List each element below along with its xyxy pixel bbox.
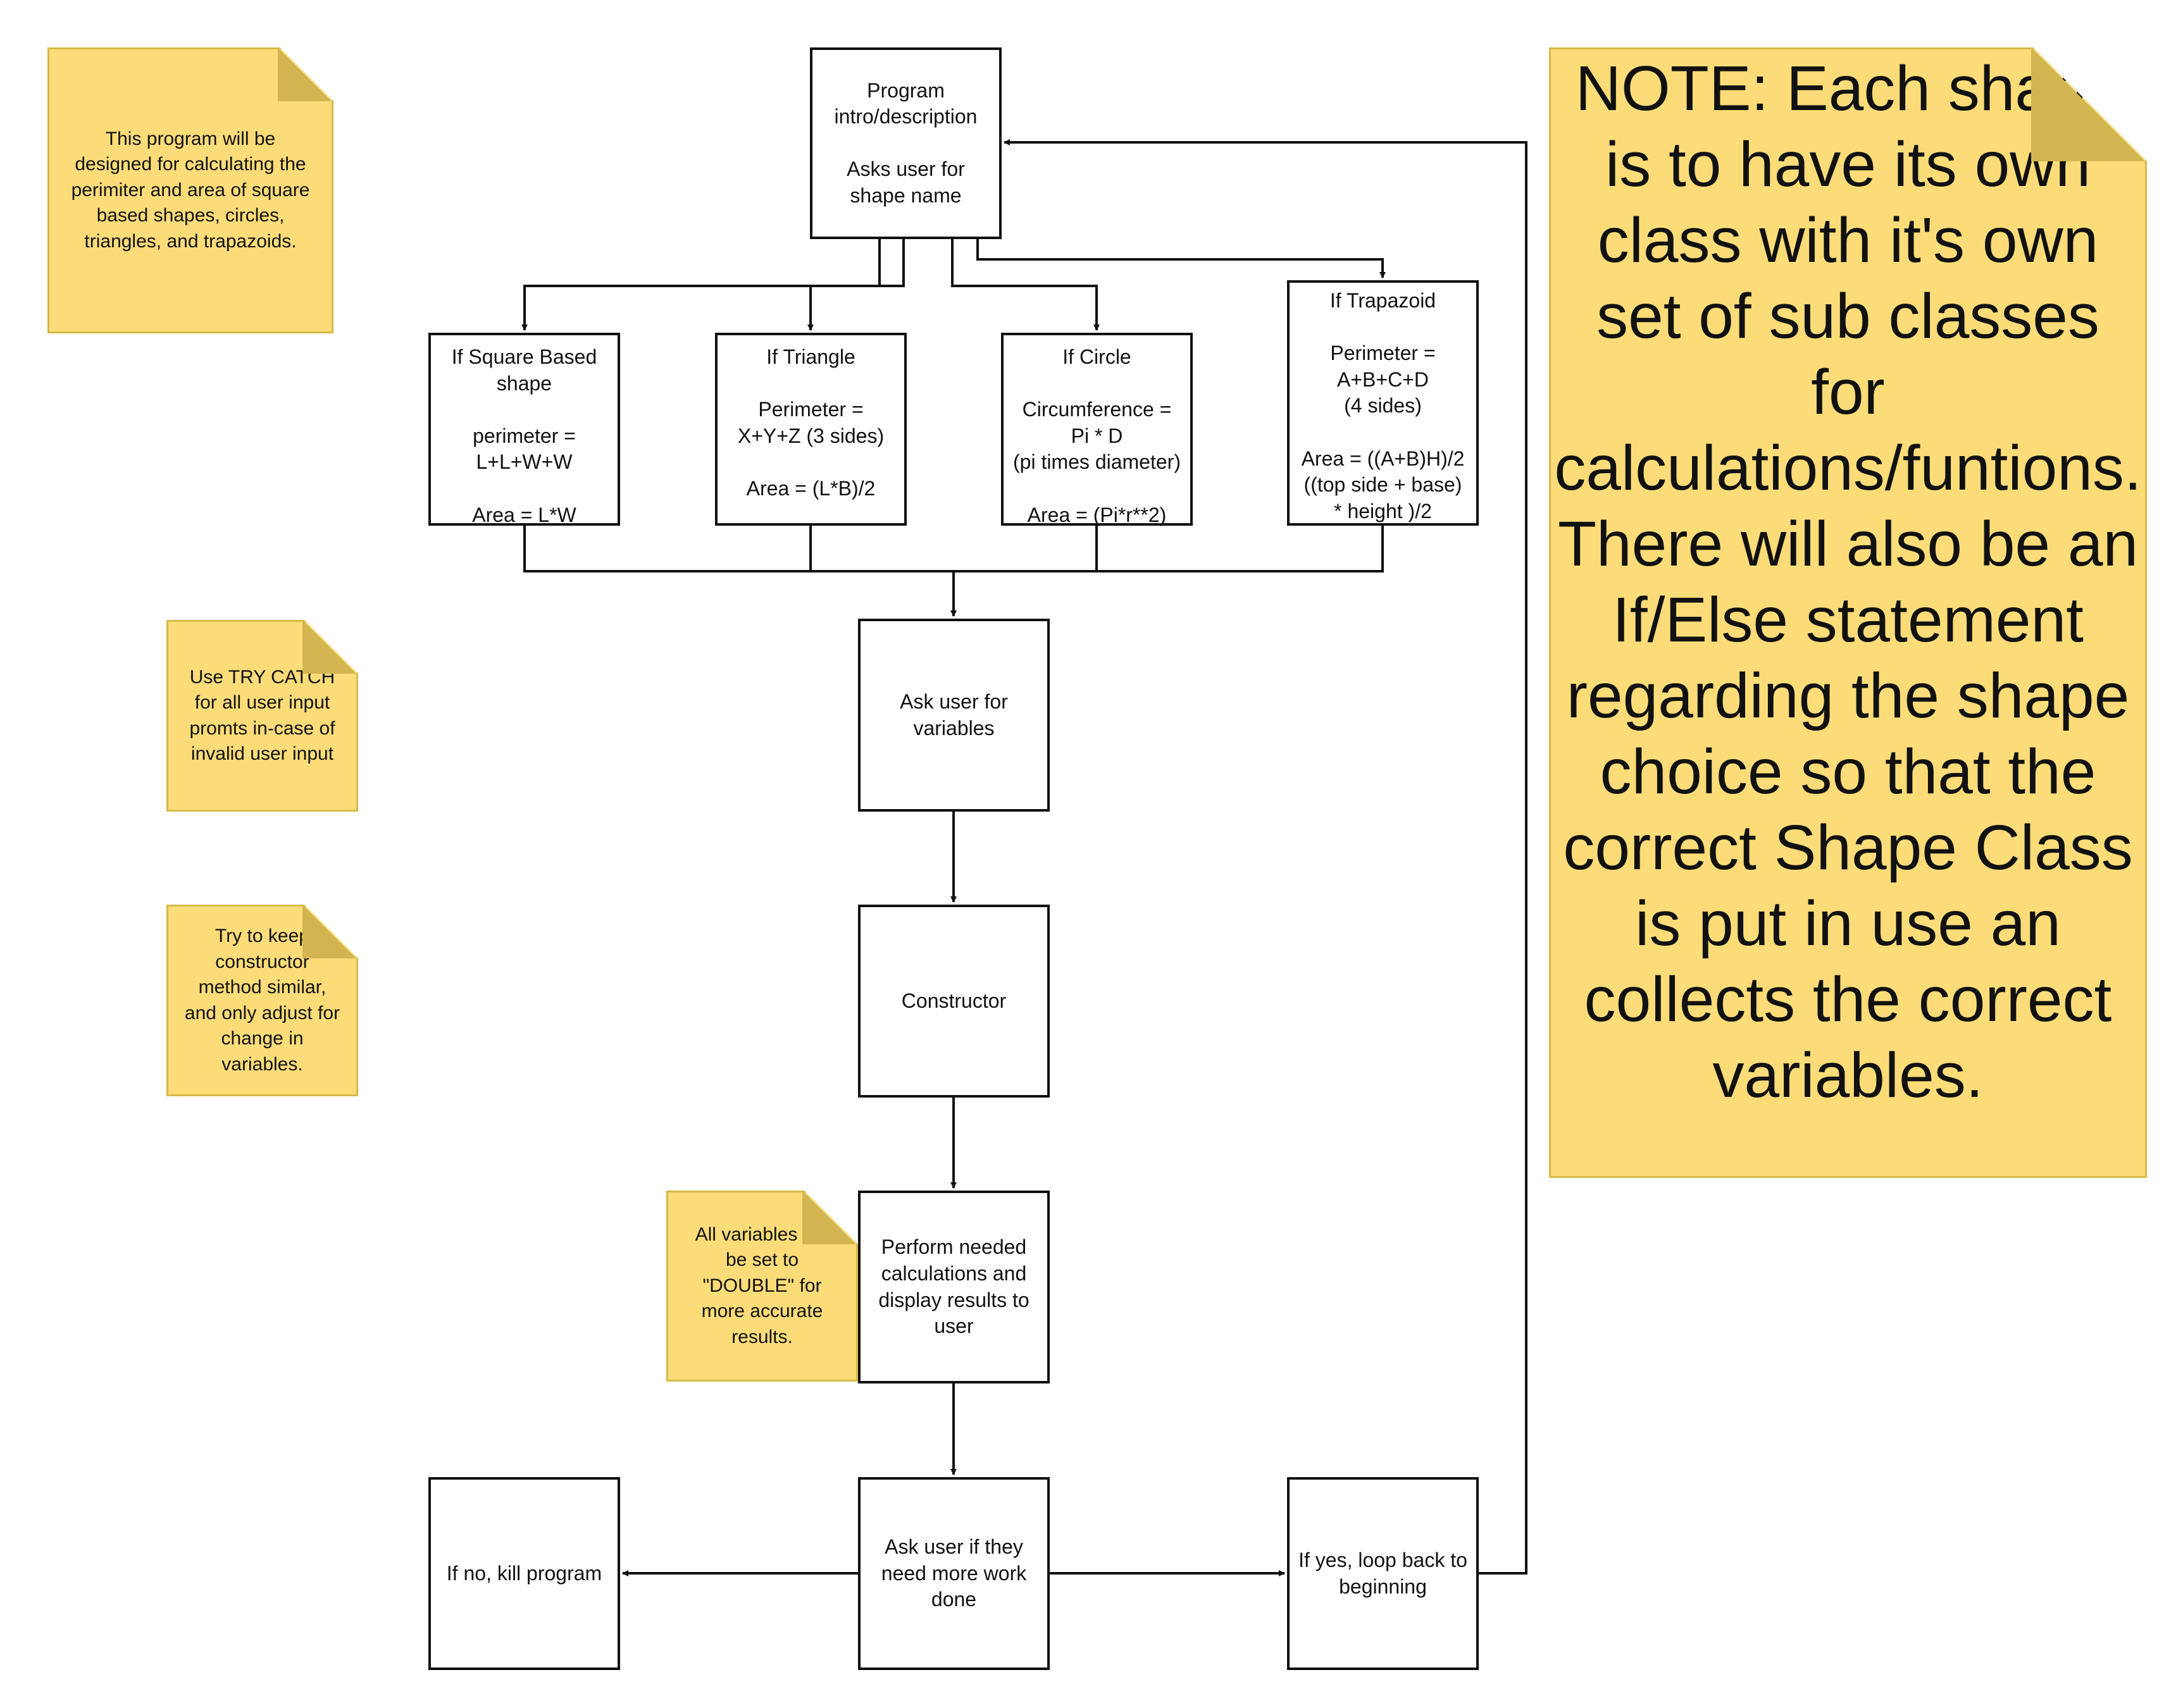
connector-intro-to-trapezoid <box>976 239 1386 278</box>
node-ask-variables: Ask user for variables <box>858 619 1050 812</box>
connector-shapes-merge <box>523 526 1384 572</box>
node-perform-calculations: Perform needed calculations and display … <box>858 1191 1050 1383</box>
connector-intro-to-triangle <box>807 239 881 331</box>
connector-loop-back-to-intro <box>1004 139 1527 1575</box>
node-ask-more-work-text: Ask user if they need more work done <box>881 1535 1027 1611</box>
node-kill-program: If no, kill program <box>428 1477 620 1670</box>
note-program-description: This program will be designed for calcul… <box>47 47 333 333</box>
node-constructor-text: Constructor <box>901 989 1007 1012</box>
node-circle: If Circle Circumference = Pi * D (pi tim… <box>1001 333 1193 526</box>
note-fold-corner <box>278 47 333 103</box>
note-program-description-text: This program will be designed for calcul… <box>71 128 310 252</box>
note-try-catch: Use TRY CATCH for all user input promts … <box>166 620 358 812</box>
node-program-intro-text: Program intro/description Asks user for … <box>834 78 978 207</box>
note-try-catch-text: Use TRY CATCH for all user input promts … <box>189 666 335 764</box>
node-triangle: If Triangle Perimeter = X+Y+Z (3 sides) … <box>715 333 907 526</box>
note-main: NOTE: Each shape is to have its own clas… <box>1549 47 2147 1178</box>
note-main-text: NOTE: Each shape is to have its own clas… <box>1554 53 2142 1111</box>
node-program-intro: Program intro/description Asks user for … <box>810 47 1002 239</box>
note-double-variables: All variables will be set to "DOUBLE" fo… <box>666 1191 858 1382</box>
note-fold-corner <box>2031 47 2147 163</box>
note-double-variables-text: All variables will be set to "DOUBLE" fo… <box>695 1223 823 1347</box>
node-perform-calculations-text: Perform needed calculations and display … <box>878 1235 1029 1338</box>
node-loop-back-text: If yes, loop back to beginning <box>1298 1548 1467 1598</box>
node-loop-back: If yes, loop back to beginning <box>1287 1477 1479 1670</box>
note-constructor-tip: Try to keep constructor method similar, … <box>166 905 358 1096</box>
node-trapezoid-text: If Trapazoid Perimeter = A+B+C+D (4 side… <box>1301 289 1465 523</box>
node-trapezoid: If Trapazoid Perimeter = A+B+C+D (4 side… <box>1287 280 1479 526</box>
node-ask-variables-text: Ask user for variables <box>900 690 1008 740</box>
node-square-shape: If Square Based shape perimeter = L+L+W+… <box>428 333 620 526</box>
connector-intro-to-square <box>521 239 905 331</box>
node-ask-more-work: Ask user if they need more work done <box>858 1477 1050 1670</box>
node-constructor: Constructor <box>858 905 1050 1098</box>
note-fold-corner <box>802 1191 858 1246</box>
note-fold-corner <box>302 620 358 676</box>
node-square-shape-text: If Square Based shape perimeter = L+L+W+… <box>451 345 597 526</box>
node-kill-program-text: If no, kill program <box>446 1561 602 1585</box>
note-fold-corner <box>302 905 358 960</box>
node-triangle-text: If Triangle Perimeter = X+Y+Z (3 sides) … <box>737 345 885 500</box>
note-constructor-tip-text: Try to keep constructor method similar, … <box>184 925 340 1075</box>
node-circle-text: If Circle Circumference = Pi * D (pi tim… <box>1013 345 1181 526</box>
connector-intro-to-circle <box>951 239 1100 331</box>
